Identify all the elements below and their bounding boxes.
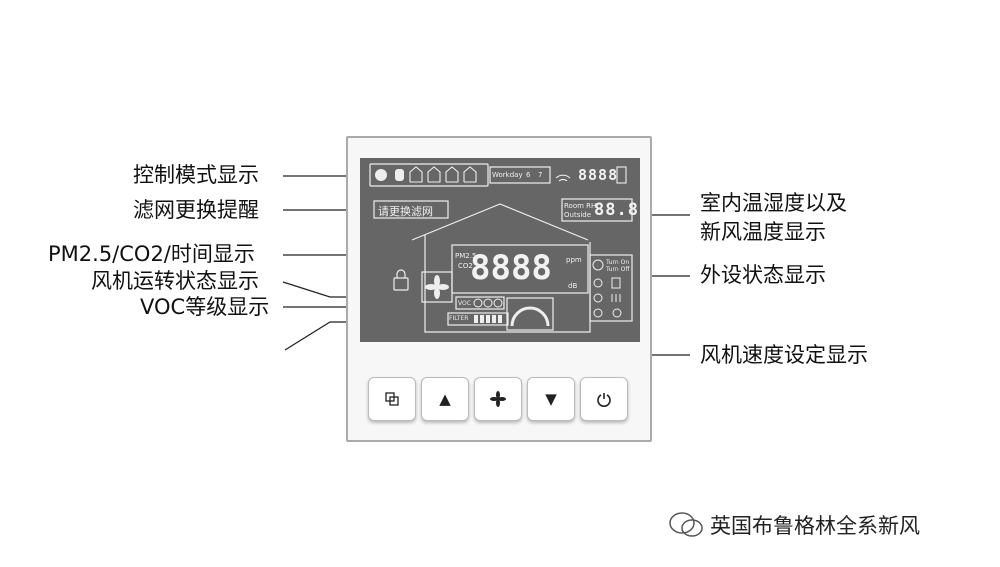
watermark: 英国布鲁格林全系新风 <box>668 510 920 540</box>
mode-button[interactable] <box>368 377 416 421</box>
day-7: 7 <box>538 171 543 179</box>
power-button[interactable] <box>580 377 628 421</box>
pm25-label: PM2.5 <box>455 252 477 260</box>
fan-box <box>421 271 453 303</box>
mode-frame <box>369 163 489 187</box>
voc-frame <box>455 296 505 310</box>
main-frame <box>451 244 589 294</box>
house-roof <box>411 203 589 241</box>
mode-icon <box>385 392 399 406</box>
turn-on-label: Turn On <box>606 259 630 266</box>
filter-label: FILTER <box>449 315 469 322</box>
voc-label: VOC <box>458 300 471 307</box>
label-pm-co2-time: PM2.5/CO2/时间显示 <box>48 242 255 266</box>
wechat-icon <box>669 512 703 537</box>
fan-speed-frame <box>506 297 554 331</box>
auto-mode-icon <box>375 169 387 181</box>
peripheral-4-icon <box>611 277 621 289</box>
label-indoor-temp-1: 室内温湿度以及 <box>700 191 847 215</box>
timer-icon <box>592 259 604 271</box>
label-peripheral: 外设状态显示 <box>700 263 826 287</box>
turn-off-label: Turn Off <box>606 266 630 273</box>
room-temp-frame <box>561 198 633 222</box>
filter-notice: 请更换滤网 <box>378 205 433 218</box>
filter-frame <box>447 312 509 326</box>
up-button[interactable]: ▲ <box>421 377 469 421</box>
filter-notice-frame <box>373 200 449 219</box>
outside-label: Outside <box>564 211 592 219</box>
db-label: dB <box>568 282 578 290</box>
fan-button-icon <box>490 391 506 407</box>
fan-button[interactable] <box>474 377 522 421</box>
home-icon-1 <box>409 166 423 183</box>
label-voc-level: VOC等级显示 <box>140 295 270 319</box>
filter-level-bars <box>474 315 502 323</box>
wifi-icon-arc2 <box>558 178 568 182</box>
power-icon <box>597 393 611 407</box>
down-arrow-icon: ▼ <box>545 390 557 408</box>
co2-label: CO2 <box>458 262 473 270</box>
heater-icon <box>611 294 621 302</box>
lock-icon <box>393 277 409 291</box>
label-control-mode: 控制模式显示 <box>133 163 259 187</box>
lock-shackle <box>396 269 406 278</box>
home-icon-4 <box>463 166 477 183</box>
peripheral-2-icon <box>593 293 603 303</box>
watermark-text: 英国布鲁格林全系新风 <box>710 514 920 538</box>
clock-digits: 8888 <box>578 166 619 184</box>
peripheral-3-icon <box>593 308 603 318</box>
lcd-screen <box>360 158 640 342</box>
up-arrow-icon: ▲ <box>439 390 451 408</box>
voc-face-2-icon <box>483 298 493 308</box>
home-icon-2 <box>427 166 441 183</box>
fan-icon <box>425 275 449 299</box>
home-icon-3 <box>445 166 459 183</box>
peripheral-frame <box>589 254 633 322</box>
day-6: 6 <box>526 171 531 179</box>
label-fan-speed: 风机速度设定显示 <box>700 343 868 367</box>
voc-face-1-icon <box>473 298 483 308</box>
battery-icon <box>616 166 627 184</box>
down-button[interactable]: ▼ <box>527 377 575 421</box>
ppm-label: ppm <box>566 256 582 264</box>
label-indoor-temp-2: 新风温度显示 <box>700 220 826 244</box>
temp-digits: 88.8 <box>594 200 639 220</box>
main-digits: 8888 <box>470 248 552 288</box>
label-filter-reminder: 滤网更换提醒 <box>133 198 259 222</box>
fan-speed-arc <box>510 306 550 327</box>
voc-face-3-icon <box>493 298 503 308</box>
hand-mode-icon <box>395 169 404 181</box>
label-fan-status: 风机运转状态显示 <box>91 269 259 293</box>
workday-label: Workday <box>492 171 523 179</box>
wifi-icon-arc1 <box>555 174 571 179</box>
room-rh-label: Room RH <box>564 202 597 210</box>
peripheral-5-icon <box>612 308 622 318</box>
peripheral-1-icon <box>593 278 603 288</box>
workday-frame <box>489 166 551 184</box>
